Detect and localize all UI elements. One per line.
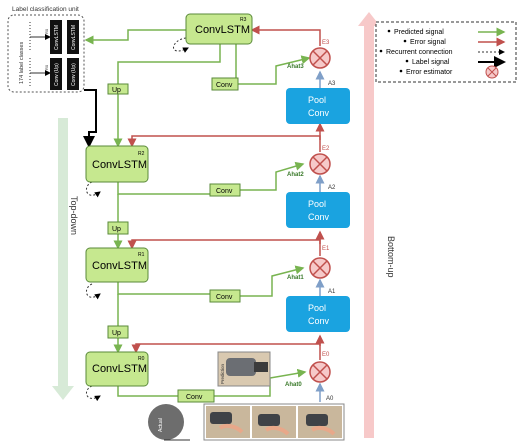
convlstm-r0: ConvLSTM R0 — [85, 351, 149, 387]
up-box-1: Up — [107, 83, 129, 95]
convlstm-r3-label: ConvLSTM — [195, 24, 250, 36]
convlstm-r2-state: R2 — [138, 151, 145, 157]
label-unit-block-4 — [67, 58, 79, 90]
convlstm-r0-label: ConvLSTM — [92, 363, 147, 375]
bottom-up-arrow — [358, 12, 380, 438]
pool-conv-a2: Pool Conv A2 — [286, 185, 350, 228]
up-box-3: Up — [107, 325, 129, 339]
top-down-label: Top-down — [69, 196, 79, 235]
top-down-connections — [84, 29, 311, 397]
pool-conv-a3: Pool Conv A3 — [286, 81, 350, 124]
pool-conv-a2-line1: Pool — [308, 199, 326, 209]
legend-error-signal: Error signal — [410, 39, 446, 46]
actual-label: Actual — [158, 418, 164, 432]
label-classes-text: 174 label classes — [19, 42, 25, 84]
e0-label: E0 — [322, 352, 330, 358]
pool-conv-a2-line2: Conv — [308, 212, 330, 222]
convlstm-r2-label: ConvLSTM — [92, 159, 147, 171]
label-unit-block-1 — [50, 20, 62, 54]
pool-conv-a1: Pool Conv A1 — [286, 289, 350, 332]
up-box-2: Up — [107, 221, 129, 235]
convlstm-r0-state: R0 — [138, 356, 145, 362]
prediction-image: Prediction — [217, 351, 271, 387]
error-estimator-e2: E2 — [309, 146, 331, 175]
error-estimator-e0: E0 — [309, 352, 331, 383]
a3-label: A3 — [328, 81, 336, 87]
actual-frames — [203, 403, 345, 441]
legend-predicted-signal: Predicted signal — [394, 29, 444, 36]
convlstm-r3-state: R3 — [240, 17, 247, 23]
pool-conv-a3-line1: Pool — [308, 95, 326, 105]
conv-box-2: Conv — [209, 183, 241, 197]
legend-error-estimator: Error estimator — [406, 69, 453, 76]
error-connections — [127, 25, 325, 360]
label-classification-unit: Label classification unit 174 label clas… — [7, 6, 85, 93]
convlstm-r1-label: ConvLSTM — [92, 260, 147, 272]
ahat1-label: Ahat1 — [287, 275, 304, 281]
legend-bullets — [379, 29, 409, 73]
a0-label: A0 — [326, 396, 334, 402]
up-box-1-label: Up — [112, 87, 121, 94]
conv-box-0-label: Conv — [186, 394, 203, 401]
conv-box-3-label: Conv — [216, 82, 233, 89]
recurrent-loops — [85, 37, 189, 402]
ahat3-label: Ahat3 — [287, 64, 304, 70]
label-unit-r0-bottom: R0 — [44, 64, 49, 70]
conv-box-1-label: Conv — [216, 294, 233, 301]
conv-box-3: Conv — [211, 77, 239, 91]
label-unit-block-4-text: Conv (Up) — [71, 63, 77, 86]
conv-box-2-label: Conv — [216, 188, 233, 195]
up-box-2-label: Up — [112, 226, 121, 233]
actual-node: Actual — [148, 404, 190, 441]
legend: Predicted signal Error signal Recurrent … — [375, 21, 517, 83]
convlstm-r1-state: R1 — [138, 252, 145, 258]
convlstm-r2: ConvLSTM R2 — [85, 145, 149, 183]
ahat2-label: Ahat2 — [287, 172, 304, 178]
conv-box-1: Conv — [209, 289, 241, 303]
pool-conv-a1-line1: Pool — [308, 303, 326, 313]
pool-conv-a1-line2: Conv — [308, 316, 330, 326]
legend-recurrent-connection: Recurrent connection — [386, 49, 453, 56]
top-down-arrow — [52, 118, 74, 400]
label-unit-block-3-text: Conv (Up) — [54, 63, 60, 86]
e2-label: E2 — [322, 146, 330, 152]
label-unit-r0-top: R0 — [44, 28, 49, 34]
e3-label: E3 — [322, 40, 330, 46]
error-estimator-e1: E1 — [309, 246, 331, 279]
bottom-up-label: Bottom-up — [386, 236, 396, 278]
convlstm-r1: ConvLSTM R1 — [85, 247, 149, 283]
label-unit-title: Label classification unit — [12, 6, 79, 13]
label-unit-block-2 — [67, 20, 79, 54]
ahat0-label: Ahat0 — [285, 382, 302, 388]
conv-box-0: Conv — [177, 389, 215, 403]
prediction-label: Prediction — [220, 363, 225, 384]
label-unit-block-3 — [50, 58, 62, 90]
a2-label: A2 — [328, 185, 336, 191]
label-unit-block-2-text: ConvLSTM — [71, 25, 77, 50]
a1-label: A1 — [328, 289, 336, 295]
label-unit-block-1-text: ConvLSTM — [54, 25, 60, 50]
convlstm-r3: ConvLSTM R3 — [185, 13, 253, 45]
legend-label-signal: Label signal — [412, 59, 450, 66]
up-box-3-label: Up — [112, 330, 121, 337]
error-estimator-e3: E3 — [309, 40, 331, 69]
e1-label: E1 — [322, 246, 330, 252]
label-signal-arrow — [83, 89, 97, 148]
pool-conv-a3-line2: Conv — [308, 108, 330, 118]
